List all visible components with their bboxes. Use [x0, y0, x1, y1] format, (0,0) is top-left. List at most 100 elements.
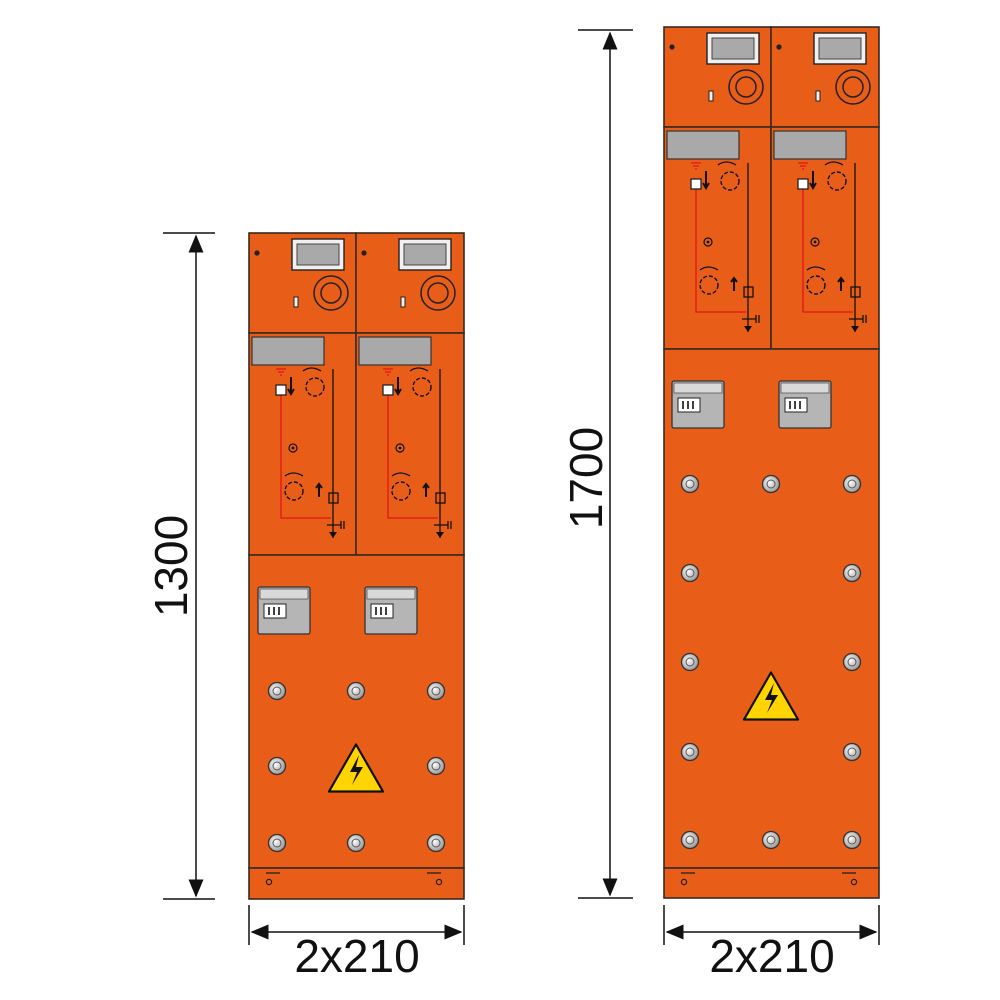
rotation-arc-icon	[824, 161, 844, 166]
load-switch-box	[850, 286, 861, 298]
slot-indicator	[293, 296, 299, 308]
rotation-gauge-icon	[305, 377, 325, 397]
fuse-indicator-window	[263, 603, 287, 619]
width-dimension-left: 2x210	[248, 905, 465, 982]
rotation-gauge-icon	[284, 481, 304, 501]
fuse-holder-top	[780, 382, 830, 394]
screw-dot	[361, 250, 367, 256]
earth-symbol	[798, 162, 808, 170]
bolt	[842, 830, 862, 850]
cable-terminal-icon	[849, 315, 867, 323]
bolt-inner	[685, 835, 695, 845]
label-window	[358, 336, 432, 366]
fuse-indicator-window	[677, 397, 701, 413]
circuit-line	[280, 395, 331, 519]
rotation-arc-icon	[302, 367, 322, 372]
bolt-inner	[847, 568, 857, 578]
label-window	[666, 130, 740, 160]
height-label-1300: 1300	[145, 515, 197, 617]
indicator-dot	[398, 446, 402, 450]
updown-arrow-icon	[287, 377, 295, 396]
load-switch-box	[743, 286, 754, 298]
lightning-bolt-icon	[765, 683, 778, 713]
plinth-hole	[435, 878, 443, 886]
bolt	[680, 474, 700, 494]
fuse-marks-icon	[268, 607, 280, 615]
bolt-inner	[685, 568, 695, 578]
indicator-dot	[813, 240, 817, 244]
rotation-arc-icon	[284, 472, 304, 477]
bolt-inner	[847, 479, 857, 489]
bolt	[267, 833, 287, 853]
bolt	[842, 563, 862, 583]
rotation-arc-icon	[391, 472, 411, 477]
switch-lever-icon	[315, 482, 323, 497]
slot-indicator	[400, 296, 406, 308]
rotation-arc-icon	[806, 266, 826, 271]
indicator-icon	[288, 443, 298, 453]
fuse-holder-top	[673, 382, 723, 394]
cable-terminal-icon	[327, 521, 345, 529]
bolt-inner	[766, 835, 776, 845]
bolt	[680, 652, 700, 672]
updown-arrow-icon	[702, 171, 710, 190]
display-glass	[711, 37, 755, 60]
bolt	[680, 563, 700, 583]
screw-dot	[776, 44, 782, 50]
width-label-right: 2x210	[709, 930, 834, 982]
indicator-icon	[810, 237, 820, 247]
width-dimension-right: 2x210	[663, 905, 880, 982]
earth-switch-box	[797, 178, 809, 190]
width-label-left: 2x210	[294, 930, 419, 982]
plinth-hole	[850, 878, 858, 886]
bolt	[842, 652, 862, 672]
tall-unit: 1700 2x210	[560, 26, 880, 982]
updown-arrow-icon	[809, 171, 817, 190]
operating-socket-inner	[842, 76, 864, 98]
operating-socket-inner	[735, 76, 757, 98]
operating-socket-inner	[427, 282, 449, 304]
downward-arrow-icon	[851, 326, 859, 332]
indicator-icon	[703, 237, 713, 247]
bolt-inner	[847, 747, 857, 757]
rotation-gauge-icon	[391, 481, 411, 501]
bolt	[267, 756, 287, 776]
bolt-inner	[272, 838, 282, 848]
operating-socket-inner	[320, 282, 342, 304]
rotation-gauge-icon	[806, 275, 826, 295]
lightning-bolt-icon	[350, 755, 363, 785]
bolt	[426, 681, 446, 701]
indicator-dot	[706, 240, 710, 244]
bolt	[842, 742, 862, 762]
operating-socket	[420, 275, 456, 311]
cable-terminal-icon	[434, 521, 452, 529]
display-glass	[818, 37, 862, 60]
downward-arrow-icon	[744, 326, 752, 332]
bolt	[346, 833, 366, 853]
fuse-marks-icon	[682, 401, 694, 409]
label-window	[773, 130, 847, 160]
operating-socket	[835, 69, 871, 105]
operating-socket	[728, 69, 764, 105]
downward-arrow-icon	[436, 532, 444, 538]
plinth-hole	[265, 878, 273, 886]
bolt	[346, 681, 366, 701]
bolt	[426, 756, 446, 776]
bolt-inner	[685, 747, 695, 757]
updown-arrow-icon	[394, 377, 402, 396]
rotation-gauge-icon	[827, 171, 847, 191]
bolt	[426, 833, 446, 853]
slot-indicator	[708, 90, 714, 102]
load-switch-box	[328, 492, 339, 504]
earth-switch-box	[382, 384, 394, 396]
bolt-inner	[351, 838, 361, 848]
short-unit-details	[251, 238, 456, 886]
earth-switch-box	[275, 384, 287, 396]
circuit-line	[695, 189, 746, 313]
bolt-inner	[431, 686, 441, 696]
bolt	[842, 474, 862, 494]
cabinet-body	[248, 232, 465, 900]
bolt	[267, 681, 287, 701]
fuse-holder-top	[366, 588, 416, 600]
